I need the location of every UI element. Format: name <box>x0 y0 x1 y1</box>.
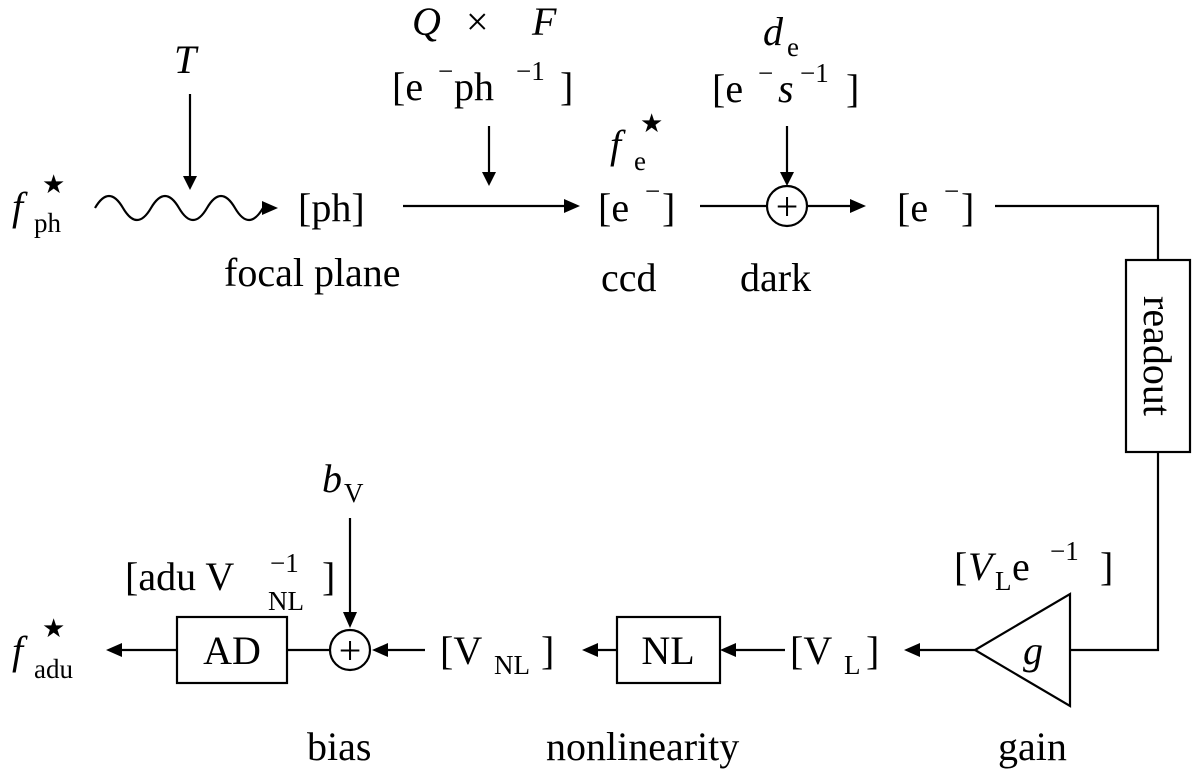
svg-text:−: − <box>438 56 453 86</box>
svg-text:NL: NL <box>494 650 530 680</box>
svg-text:d: d <box>763 9 784 54</box>
electron-flux-label: f ★ e <box>610 109 663 176</box>
ad-to-output-arrowhead <box>106 643 122 657</box>
svg-text:e: e <box>787 32 799 62</box>
vl-to-nl-arrowhead <box>720 643 736 657</box>
nl-to-vnl-arrowhead <box>582 643 598 657</box>
svg-text:[V: [V <box>790 628 832 673</box>
svg-text:b: b <box>322 456 342 501</box>
svg-text:]: ] <box>961 185 974 230</box>
svg-text:]: ] <box>322 554 335 599</box>
svg-text:★: ★ <box>42 170 65 199</box>
svg-text:ph: ph <box>34 208 62 238</box>
svg-text:Q: Q <box>412 0 441 44</box>
ad-unit: [adu V −1 NL ] <box>125 548 335 616</box>
bias-label: bias <box>307 724 371 769</box>
gain-label: gain <box>998 724 1067 769</box>
svg-text:ph: ph <box>454 64 494 109</box>
svg-text:NL: NL <box>268 586 304 616</box>
adu-flux-label: f ★ adu <box>12 614 73 684</box>
svg-text:[: [ <box>954 544 967 589</box>
svg-text:]: ] <box>1100 544 1113 589</box>
svg-text:[adu V: [adu V <box>125 554 234 599</box>
quantum-efficiency-unit: [e − ph −1 ] <box>392 56 573 109</box>
svg-text:]: ] <box>846 66 859 111</box>
bias-voltage-label: b V <box>322 456 364 508</box>
svg-text:L: L <box>844 650 861 680</box>
svg-text:e: e <box>634 146 646 176</box>
svg-text:×: × <box>466 0 489 44</box>
svg-text:V: V <box>968 544 997 589</box>
electrons-unit: [e − ] <box>897 176 974 230</box>
dark-to-electrons-arrowhead <box>850 199 866 213</box>
svg-text:f: f <box>12 184 28 229</box>
svg-text:e: e <box>1012 544 1030 589</box>
svg-text:[e: [e <box>392 64 423 109</box>
svg-text:]: ] <box>662 185 675 230</box>
nonlinearity-label: nonlinearity <box>546 724 739 769</box>
svg-text:]: ] <box>560 64 573 109</box>
dark-sum-symbol: + <box>776 184 799 229</box>
svg-text:−: − <box>758 58 773 88</box>
dark-arrowhead <box>780 172 794 186</box>
ccd-label: ccd <box>601 255 657 300</box>
nonlinearity-box-label: NL <box>641 628 694 673</box>
svg-text:−1: −1 <box>270 548 299 578</box>
svg-text:−: − <box>645 176 660 206</box>
dark-current-unit: [e − s −1 ] <box>712 58 859 111</box>
svg-text:adu: adu <box>34 654 73 684</box>
gain-to-vl-arrowhead <box>904 643 920 657</box>
svg-text:[e: [e <box>897 185 928 230</box>
svg-text:−1: −1 <box>1050 536 1079 566</box>
bias-arrowhead <box>343 612 357 628</box>
ccd-unit: [e − ] <box>598 176 675 230</box>
vnl-unit: [V NL ] <box>440 628 554 680</box>
qe-arrowhead <box>482 172 496 186</box>
svg-text:]: ] <box>866 628 879 673</box>
quantum-efficiency-label: Q × F <box>412 0 557 44</box>
dark-label: dark <box>740 255 811 300</box>
svg-text:−: − <box>944 176 959 206</box>
photon-flux-label: f ★ ph <box>12 170 65 238</box>
vnl-to-bias-arrowhead <box>372 643 388 657</box>
svg-text:[V: [V <box>440 628 482 673</box>
transmission-label: T <box>174 37 199 82</box>
photon-arrowhead <box>262 201 278 215</box>
svg-text:★: ★ <box>640 109 663 138</box>
dark-sum-node <box>765 184 809 228</box>
focal-plane-unit: [ph] <box>298 185 365 230</box>
bias-sum-symbol: + <box>339 628 362 673</box>
to-readout-line <box>995 204 1160 260</box>
dark-current-label: d e <box>763 9 799 62</box>
transmission-arrowhead <box>183 176 197 190</box>
svg-text:]: ] <box>541 628 554 673</box>
svg-text:L: L <box>995 566 1012 596</box>
svg-text:f: f <box>610 122 626 167</box>
gain-symbol: g <box>1023 628 1043 673</box>
photon-wave <box>94 194 273 222</box>
gain-unit: [ V L e −1 ] <box>954 536 1113 596</box>
readout-to-gain-line <box>1070 452 1160 652</box>
svg-text:s: s <box>778 66 794 111</box>
svg-text:−1: −1 <box>800 58 829 88</box>
svg-text:★: ★ <box>42 614 65 643</box>
vl-unit: [V L ] <box>790 628 879 680</box>
focal-plane-label: focal plane <box>224 250 401 295</box>
svg-text:[e: [e <box>598 185 629 230</box>
svg-text:−1: −1 <box>516 56 545 86</box>
ad-converter-box-label: AD <box>203 628 261 673</box>
svg-text:F: F <box>531 0 557 44</box>
readout-label: readout <box>1135 296 1180 416</box>
svg-text:V: V <box>344 478 364 508</box>
svg-text:[e: [e <box>712 66 743 111</box>
gain-amplifier <box>972 592 1072 708</box>
ph-to-ccd-arrowhead <box>564 199 580 213</box>
svg-text:f: f <box>12 628 28 673</box>
